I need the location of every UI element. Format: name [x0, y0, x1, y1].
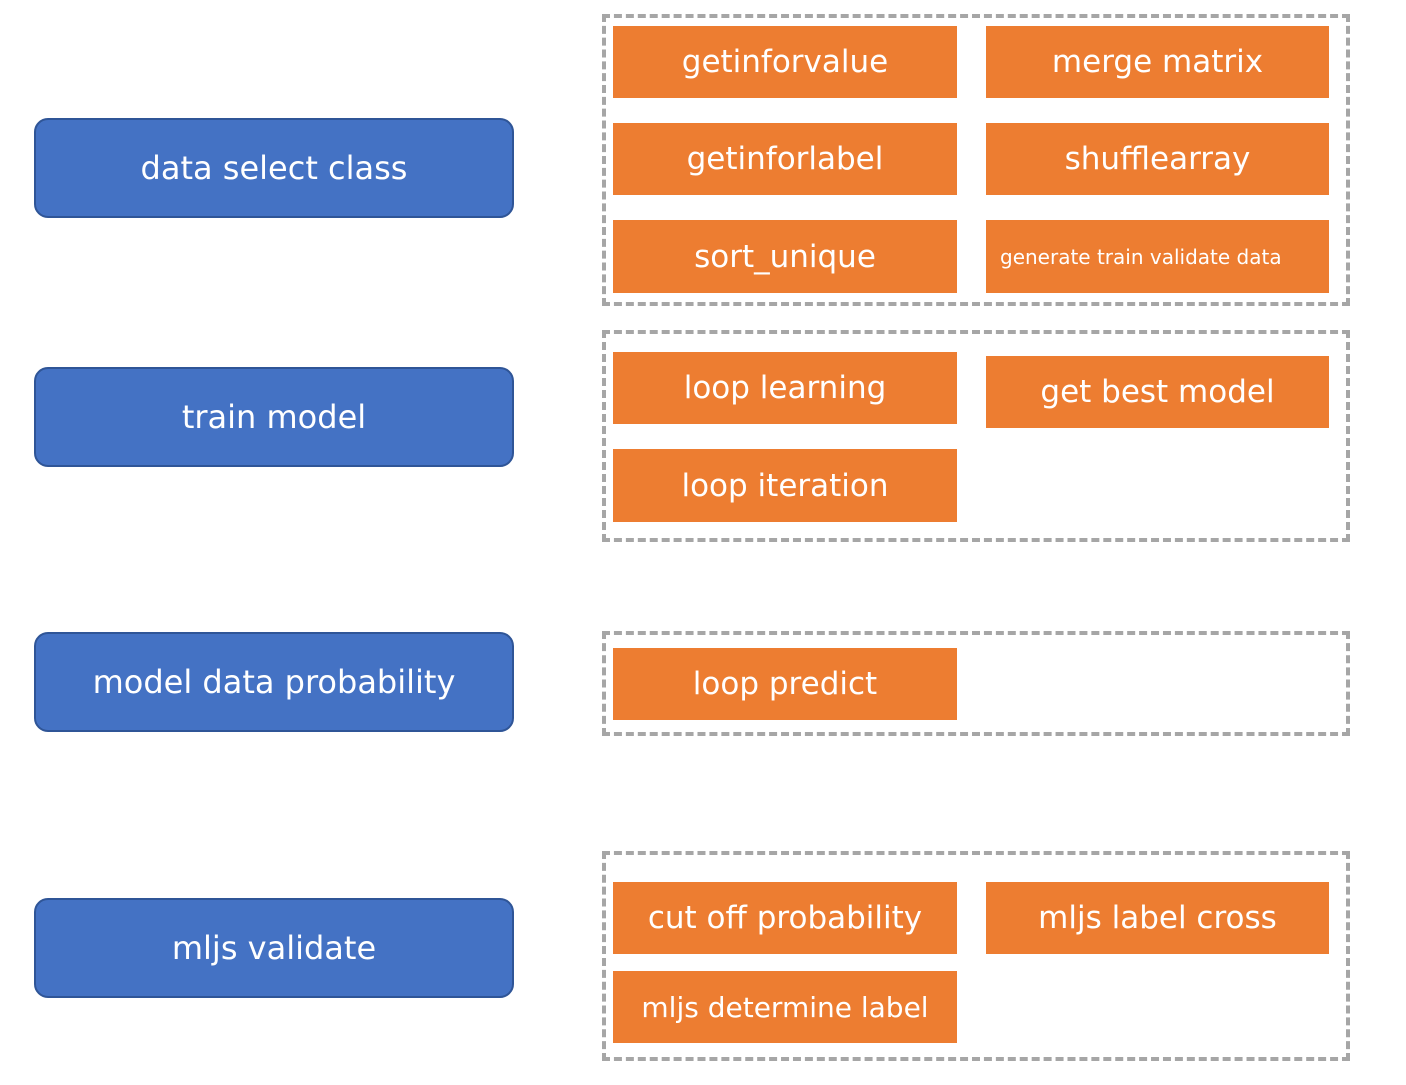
- module-mljs-validate: mljs validate: [34, 898, 514, 998]
- module-data-select-class: data select class: [34, 118, 514, 218]
- function-generate-train-validate-data: generate train validate data: [986, 220, 1329, 293]
- group-mljs-validate-functions: [602, 851, 1350, 1061]
- function-mljs-label-cross: mljs label cross: [986, 882, 1329, 954]
- function-shufflearray: shufflearray: [986, 123, 1329, 195]
- module-model-data-probability: model data probability: [34, 632, 514, 732]
- function-loop-iteration: loop iteration: [613, 449, 957, 522]
- function-cut-off-probability: cut off probability: [613, 882, 957, 954]
- function-getinforvalue: getinforvalue: [613, 26, 957, 98]
- group-data-select-functions: [602, 14, 1350, 306]
- function-get-best-model: get best model: [986, 356, 1329, 428]
- function-loop-learning: loop learning: [613, 352, 957, 424]
- group-train-model-functions: [602, 330, 1350, 542]
- module-train-model: train model: [34, 367, 514, 467]
- function-loop-predict: loop predict: [613, 648, 957, 720]
- function-sort-unique: sort_unique: [613, 220, 957, 293]
- function-getinforlabel: getinforlabel: [613, 123, 957, 195]
- function-mljs-determine-label: mljs determine label: [613, 971, 957, 1043]
- function-merge-matrix: merge matrix: [986, 26, 1329, 98]
- group-model-probability-functions: [602, 631, 1350, 736]
